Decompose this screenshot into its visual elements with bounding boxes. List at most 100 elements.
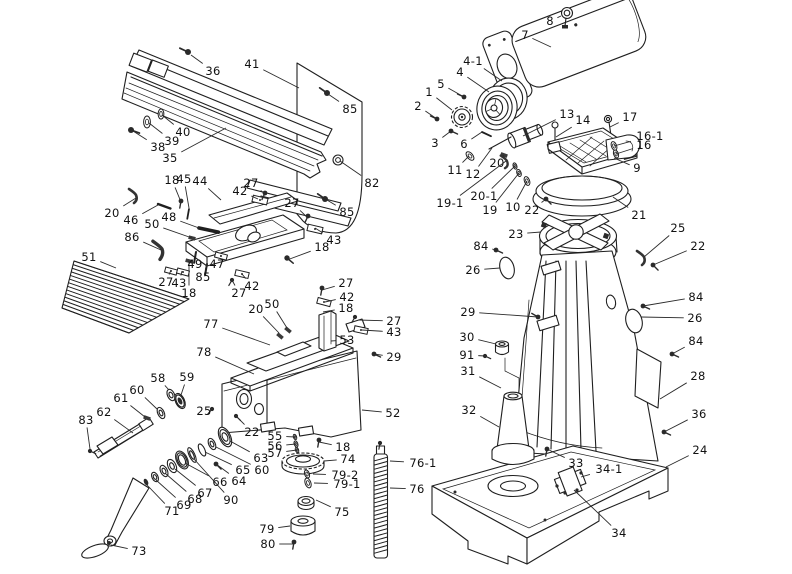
part-label-28-73: 28 — [690, 369, 705, 383]
leader-line — [318, 441, 332, 446]
leader-line — [180, 270, 183, 276]
part-label-83-91: 83 — [78, 413, 93, 427]
leader-line — [612, 196, 629, 208]
part-label-20-48: 20 — [489, 156, 504, 170]
ring-75 — [297, 495, 315, 511]
leader-line — [155, 479, 176, 498]
swivel-table-assembly — [532, 127, 641, 217]
rail-block — [128, 52, 153, 73]
chip-guard-plate-41 — [296, 62, 363, 234]
leader-line — [241, 273, 247, 279]
part-label-42-12: 42 — [232, 184, 247, 198]
spring-fitting — [375, 445, 386, 455]
part-label-18-8: 18 — [164, 173, 179, 187]
column-hole — [605, 294, 617, 310]
part-label-45-9: 45 — [176, 172, 191, 186]
part-label-50-78: 50 — [264, 297, 279, 311]
hardware-key-icon — [284, 326, 292, 334]
hardware-key-icon — [276, 332, 284, 340]
part-label-90-108: 90 — [223, 493, 238, 507]
part-label-85-14: 85 — [339, 205, 354, 219]
part-label-71-110: 71 — [164, 504, 179, 518]
leader-line — [110, 544, 128, 550]
gib-strip — [246, 179, 342, 212]
leader-line — [459, 160, 507, 196]
part-label-7-32: 7 — [521, 28, 529, 42]
oval-cover-26 — [625, 308, 643, 334]
part-label-65-101: 65 — [235, 463, 250, 477]
leader-line — [204, 263, 208, 270]
part-label-84-56: 84 — [473, 239, 488, 253]
leader-line — [491, 165, 516, 189]
part-label-21-54: 21 — [631, 208, 646, 222]
hardware-screw-icon — [319, 285, 325, 296]
hardware-screw-icon — [316, 192, 328, 202]
leader-line — [425, 110, 438, 120]
leader-line — [442, 130, 452, 138]
part-label-9-45: 9 — [633, 161, 641, 175]
gear-1 — [450, 105, 474, 129]
leader-line — [573, 489, 612, 526]
leader-line — [448, 87, 465, 98]
part-label-23-55: 23 — [508, 227, 523, 241]
leader-line — [123, 197, 137, 207]
leader-line — [615, 148, 633, 155]
part-label-18-76: 18 — [338, 301, 353, 315]
column-pad — [536, 314, 560, 332]
part-label-29-63: 29 — [460, 305, 475, 319]
part-label-20-1-50: 20-1 — [470, 189, 497, 203]
leader-line — [467, 76, 490, 93]
part-label-77-83: 77 — [203, 317, 218, 331]
part-label-10-52: 10 — [505, 200, 520, 214]
riser-53 — [318, 310, 337, 352]
leader-line — [262, 316, 280, 334]
part-label-25-58: 25 — [670, 221, 685, 235]
leader-line — [231, 279, 236, 286]
part-label-17-42: 17 — [622, 110, 637, 124]
part-label-27-79: 27 — [386, 314, 401, 328]
part-label-43-80: 43 — [386, 325, 401, 339]
motor-housing-7 — [511, 0, 647, 88]
part-label-76-1-115: 76-1 — [409, 456, 436, 470]
hardware-nut-icon — [332, 154, 344, 166]
hardware-plate-icon — [306, 223, 324, 235]
hardware-screw-icon — [128, 127, 141, 134]
part-label-44-10: 44 — [192, 174, 207, 188]
leader-line — [495, 172, 520, 203]
hardware-washer-icon — [303, 469, 311, 479]
base-24 — [431, 445, 669, 565]
leader-line — [260, 190, 265, 194]
part-label-62-90: 62 — [96, 405, 111, 419]
leader-line — [161, 114, 175, 125]
knee-foot — [259, 421, 277, 433]
hardware-screw-icon — [261, 190, 268, 201]
leader-line — [640, 316, 684, 319]
leader-line — [555, 126, 572, 138]
leader-line — [659, 382, 687, 400]
leader-line — [339, 160, 362, 176]
oval-cover-26 — [499, 256, 515, 280]
leader-line — [527, 231, 542, 234]
gear-79 — [290, 515, 316, 536]
leader-line — [471, 131, 483, 140]
leader-line — [357, 319, 383, 322]
leader-line — [222, 327, 271, 346]
column-pad — [540, 260, 562, 276]
part-label-42-29: 42 — [244, 279, 259, 293]
leader-line — [541, 198, 547, 203]
part-label-36-72: 36 — [691, 407, 706, 421]
leader-line — [181, 127, 227, 153]
motor-pulley-13 — [507, 123, 544, 149]
leader-line — [642, 298, 685, 307]
leader-line — [219, 254, 222, 257]
hardware-screw-icon — [178, 47, 191, 55]
leader-line — [315, 499, 331, 508]
part-label-27-30: 27 — [231, 286, 246, 300]
way-cover-51 — [61, 260, 190, 334]
part-label-85-28: 85 — [195, 270, 210, 284]
bore-hole — [253, 402, 265, 416]
part-label-14-41: 14 — [575, 113, 590, 127]
part-label-49-26: 49 — [187, 257, 202, 271]
leader-line — [146, 484, 166, 504]
